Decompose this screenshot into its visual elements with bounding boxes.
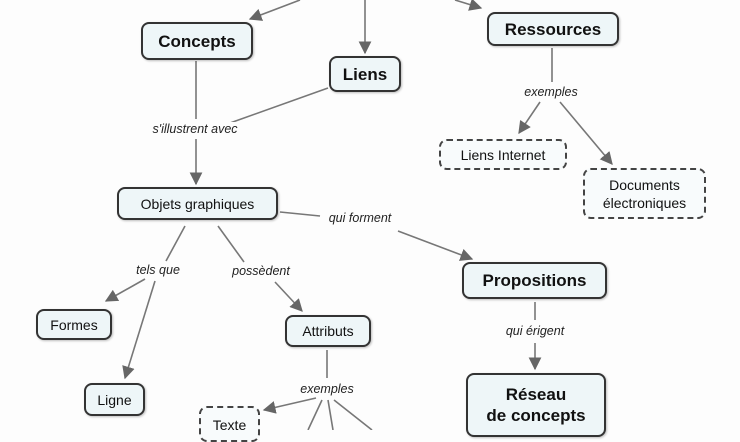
node-label: Formes: [50, 316, 98, 333]
node-label-line1: Réseau: [505, 385, 567, 404]
edge-objets-telsque: [165, 225, 186, 262]
node-formes[interactable]: Formes: [36, 309, 112, 340]
node-liens-internet[interactable]: Liens Internet: [439, 139, 567, 170]
node-label-line2: électroniques: [602, 194, 687, 211]
link-label-qui-forment: qui forment: [326, 211, 394, 225]
node-label: Objets graphiques: [140, 195, 255, 212]
edge-label-down1: [307, 399, 323, 430]
edge-label-liens-internet: [518, 101, 541, 135]
node-label-line1: Documents: [609, 176, 680, 193]
node-label: Propositions: [482, 271, 587, 290]
node-objets-graphiques[interactable]: Objets graphiques: [117, 187, 278, 220]
link-label-tels-que: tels que: [134, 263, 182, 277]
edge-label-texte: [262, 397, 317, 414]
edge-objets-possedent: [217, 225, 245, 263]
link-label-exemples-ressources: exemples: [522, 85, 580, 99]
edge-objets-label: [279, 211, 321, 217]
node-liens[interactable]: Liens: [329, 56, 401, 92]
node-concepts[interactable]: Concepts: [141, 22, 253, 60]
node-label: Ressources: [504, 19, 602, 39]
edge-telsque-formes: [104, 278, 146, 302]
node-label: Texte: [212, 417, 247, 433]
edge-label-down2: [327, 399, 334, 430]
node-label: Concepts: [158, 31, 236, 51]
node-label: Attributs: [302, 323, 354, 339]
edge-label-down3: [333, 399, 373, 430]
node-label: Ligne: [97, 391, 132, 408]
node-label: Liens Internet: [460, 146, 546, 163]
edge-label-propositions: [397, 230, 474, 261]
node-reseau-de-concepts[interactable]: Réseau de concepts: [466, 373, 606, 437]
link-label-exemples-attributs: exemples: [298, 382, 356, 396]
link-label-sillustrent-avec: s'illustrent avec: [150, 122, 240, 136]
node-attributs[interactable]: Attributs: [285, 315, 371, 347]
edge-telsque-ligne: [122, 280, 156, 380]
edge-possedent-attributs: [274, 281, 303, 312]
edge-label-documents: [559, 101, 613, 165]
edge-top-concepts: [248, 0, 301, 21]
node-ressources[interactable]: Ressources: [487, 12, 619, 46]
edge-liens-label: [229, 87, 329, 124]
node-label-line2: de concepts: [486, 406, 586, 425]
edge-top-ressources: [454, 0, 483, 11]
node-texte[interactable]: Texte: [199, 406, 260, 442]
link-label-qui-erigent: qui érigent: [503, 324, 567, 338]
node-propositions[interactable]: Propositions: [462, 262, 607, 299]
node-ligne[interactable]: Ligne: [84, 383, 145, 416]
node-label: Liens: [342, 64, 388, 84]
link-label-possedent: possèdent: [230, 264, 292, 278]
concept-map-edges: [104, 0, 613, 430]
